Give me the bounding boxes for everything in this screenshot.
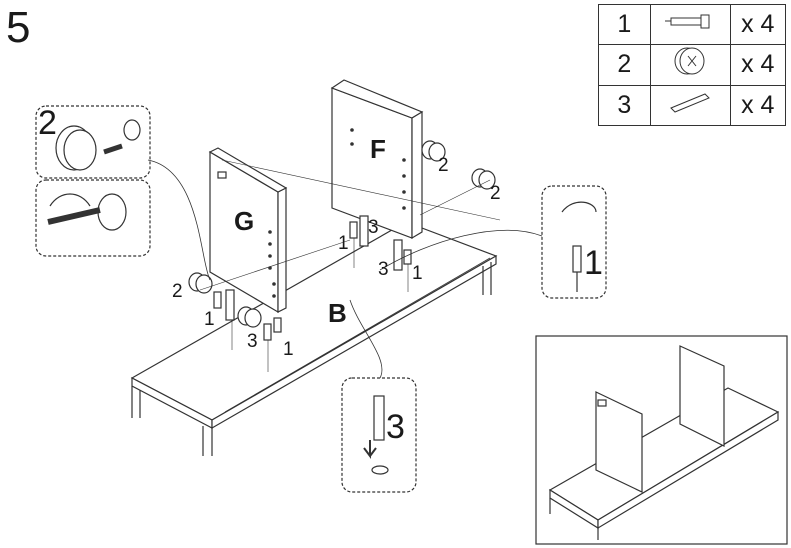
part-quantity: x 4 xyxy=(729,84,787,127)
result-inset xyxy=(535,335,788,545)
panel-label-g: G xyxy=(234,206,255,236)
callout-f-dowel-b: 3 xyxy=(378,259,389,280)
callout-g-bolt-b: 1 xyxy=(283,339,294,360)
callout-g-bolt: 1 xyxy=(204,309,215,330)
callout-f-bolt: 1 xyxy=(338,233,349,254)
part-number: 1 xyxy=(598,3,651,46)
part-number: 2 xyxy=(598,44,651,86)
side-panel-g xyxy=(208,147,288,314)
base-panel-b xyxy=(130,221,498,456)
cam-lock-icon xyxy=(649,44,731,86)
callout-f-dowel: 3 xyxy=(368,217,379,238)
detail-bubbles xyxy=(35,105,607,493)
callout-cam-bolt-detail: 1 xyxy=(584,244,603,282)
callout-f-bolt-b: 1 xyxy=(412,263,423,284)
part-quantity: x 4 xyxy=(729,44,787,86)
panel-label-b: B xyxy=(328,298,347,328)
part-number: 3 xyxy=(598,84,651,127)
part-quantity: x 4 xyxy=(729,3,787,46)
cam-bolt-icon xyxy=(649,3,731,46)
parts-table: 1 x 4 2 x 4 3 x 4 xyxy=(598,3,787,127)
panel-label-f: F xyxy=(370,134,386,164)
side-panel-f xyxy=(330,79,424,240)
parts-row: 2 x 4 xyxy=(598,44,787,86)
callout-g-dowel: 3 xyxy=(247,331,258,352)
step-number: 5 xyxy=(6,3,31,52)
wooden-dowel-icon xyxy=(649,84,731,127)
callout-dowel-detail: 3 xyxy=(386,408,405,446)
parts-row: 1 x 4 xyxy=(598,3,787,46)
hardware xyxy=(188,140,501,372)
callout-f-cam-b: 2 xyxy=(490,183,501,204)
callout-f-cam-a: 2 xyxy=(438,155,449,176)
callout-cam-lock-detail: 2 xyxy=(38,104,57,142)
callout-g-cam-left: 2 xyxy=(172,281,183,302)
parts-row: 3 x 4 xyxy=(598,84,787,127)
